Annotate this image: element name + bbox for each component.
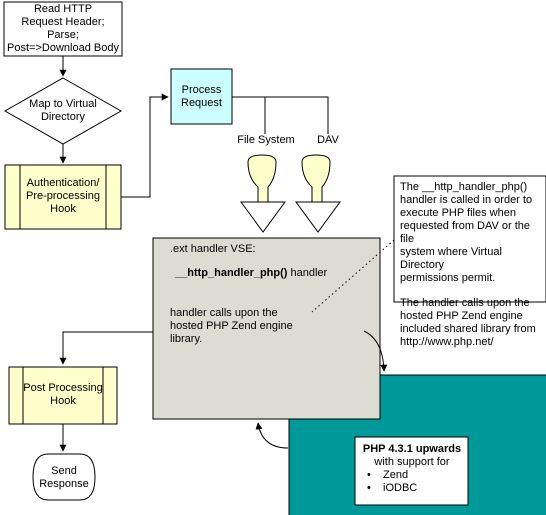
- read-http-label: Read HTTP Request Header; Parse; Post=>D…: [7, 3, 119, 54]
- dav-down-arrow: [295, 201, 341, 233]
- handler-function-suffix: handler: [290, 267, 328, 279]
- connector-file-system: [232, 96, 266, 134]
- php-version-title: PHP 4.3.1 upwards: [362, 443, 462, 455]
- process-request-box: [170, 68, 233, 125]
- connector-dav: [232, 96, 329, 134]
- handler-to-php-arrow: [363, 330, 388, 372]
- ext-handler-box: [152, 237, 381, 420]
- handler-description: handler calls upon the hosted PHP Zend e…: [170, 307, 293, 345]
- php-info-text: PHP 4.3.1 upwards with support for Zend …: [357, 443, 467, 495]
- arrow-handler-to-post: [59, 331, 153, 365]
- php-feature-item: iODBC: [357, 482, 467, 495]
- read-http-box: [3, 1, 123, 57]
- process-request-label: Process Request: [181, 84, 222, 109]
- arrow-auth-to-process: [121, 93, 169, 198]
- dav-label: DAV: [317, 134, 339, 146]
- dav-connector-shape: [301, 154, 331, 211]
- php-feature-list: Zend iODBC: [357, 469, 467, 495]
- map-virtual-label: Map to Virtual Directory: [29, 98, 97, 123]
- post-processing-hook-box: [8, 366, 118, 425]
- php-feature-item: Zend: [357, 469, 467, 482]
- php-support-subtitle: with support for: [374, 456, 450, 468]
- php-to-handler-arrow: [255, 422, 289, 449]
- handler-function-name: __http_handler_php(): [175, 267, 288, 279]
- authentication-label: Authentication/ Pre-processing Hook: [26, 177, 100, 215]
- file-system-connector-shape: [247, 154, 277, 211]
- handler-function-line: __http_handler_php() handler: [175, 267, 375, 280]
- ext-handler-title: .ext handler VSE:: [170, 243, 256, 255]
- annotation-text: The __http_handler_php() handler is call…: [400, 181, 536, 348]
- post-processing-label: Post Processing Hook: [23, 382, 103, 407]
- annotation-leader-line: [311, 239, 395, 313]
- file-system-down-arrow: [240, 201, 286, 233]
- send-response-shape: [32, 453, 96, 501]
- send-response-label: Send Response: [39, 465, 89, 490]
- annotation-box: [393, 175, 546, 303]
- file-system-label: File System: [237, 134, 295, 146]
